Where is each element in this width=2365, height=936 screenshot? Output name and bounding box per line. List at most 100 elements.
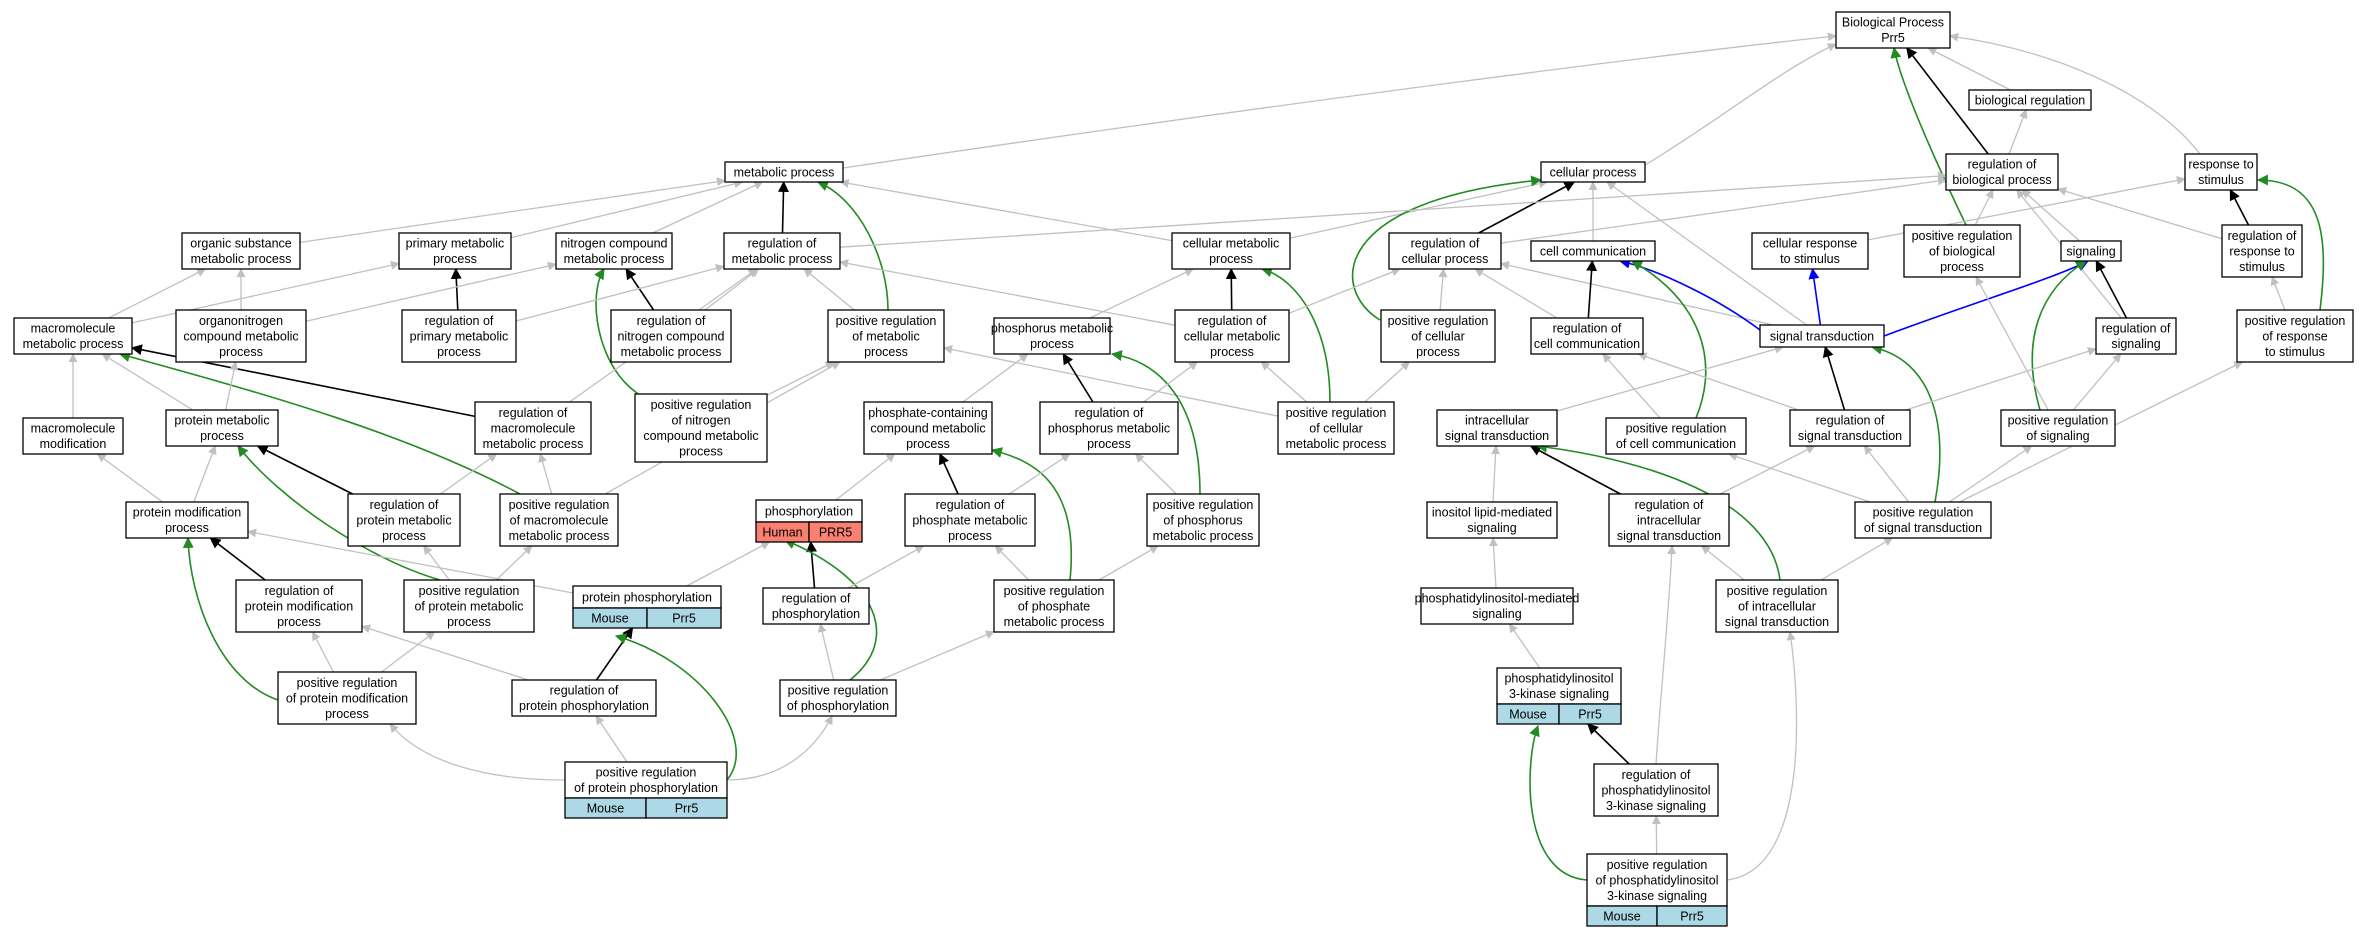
edge-rrs-to-rts — [2229, 189, 2250, 226]
node-box — [398, 232, 512, 270]
node-label-line: process — [1030, 337, 1074, 351]
go-term-node-cc[interactable]: cell communication — [1530, 240, 1656, 262]
edge-rist-to-ist — [1529, 445, 1621, 495]
node-label-line: process — [679, 445, 723, 459]
edge-phos-to-pccmp — [835, 453, 896, 501]
edge-pphos-to-phos — [686, 541, 771, 587]
node-label-line: signaling — [2111, 337, 2160, 351]
edge-prphos-to-rphos — [817, 623, 835, 681]
node-box — [181, 232, 301, 270]
node-box — [165, 409, 279, 447]
node-label-line: positive regulation — [788, 684, 889, 698]
node-label-line: regulation of — [748, 237, 817, 251]
go-term-node-rpi3k[interactable]: regulation ofphosphatidylinositol3-kinas… — [1593, 763, 1719, 817]
node-label-line: positive regulation — [1912, 229, 2013, 243]
node-label-line: of nitrogen — [671, 414, 730, 428]
node-label-line: of phosphatidylinositol — [1596, 873, 1719, 887]
edge-pims-to-ilms — [1488, 537, 1498, 589]
node-box — [2184, 153, 2258, 191]
node-label-line: cell communication — [1540, 244, 1646, 258]
edge-prcc-to-rcc — [1602, 353, 1661, 419]
go-term-node-mp[interactable]: metabolic process — [724, 161, 844, 183]
node-label-line: phosphatidylinositol — [1601, 783, 1710, 797]
go-term-node-breg[interactable]: biological regulation — [1968, 89, 2092, 111]
node-box — [1608, 493, 1730, 547]
node-label-line: phosphate metabolic — [912, 513, 1027, 527]
go-term-node-st[interactable]: signal transduction — [1759, 324, 1885, 348]
edge-rncmp-to-ncmp — [625, 268, 655, 311]
node-label-line: signal transduction — [1617, 529, 1721, 543]
edge-sig-to-rbp — [2021, 189, 2081, 242]
edge-prsig-to-rsig — [2072, 353, 2122, 411]
node-label-line: cellular metabolic — [1183, 237, 1280, 251]
go-term-node-cp[interactable]: cellular process — [1540, 161, 1646, 183]
node-box — [1854, 501, 1992, 539]
node-label-line: metabolic process — [564, 252, 665, 266]
edge-prpphos-to-rpphos — [595, 715, 628, 763]
node-label-line: of macromolecule — [510, 513, 609, 527]
node-box — [555, 232, 673, 270]
go-term-node-sig[interactable]: signaling — [2060, 240, 2122, 262]
edge-rcp-to-cp — [1478, 181, 1576, 234]
edge-prphmp-to-phmp — [1110, 350, 1201, 495]
edge-protmp-to-oncmp — [225, 361, 239, 411]
node-label-line: compound metabolic — [183, 329, 298, 343]
